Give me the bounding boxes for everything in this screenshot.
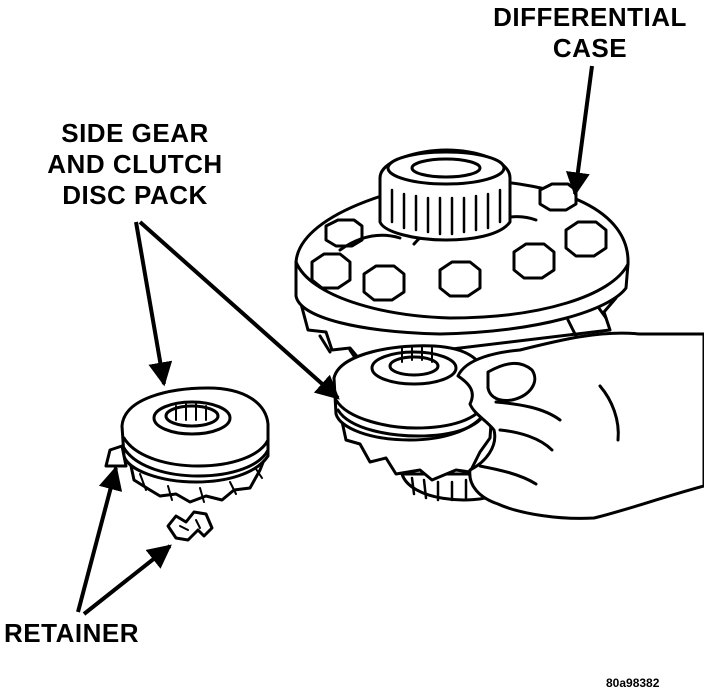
arrow-retainer-pack [76,465,123,613]
label-line: CASE [552,33,628,63]
leader-lines [76,65,594,616]
label-line: DIFFERENTIAL [493,2,687,32]
label-side-gear-clutch-pack: SIDE GEAR AND CLUTCH DISC PACK [30,118,240,211]
retainer-on-pack [104,444,128,468]
hand [456,331,704,520]
side-gear-installed [332,344,494,482]
side-gear-clutch-pack [104,386,270,504]
differential-case [294,148,630,502]
figure-code: 80a98382 [606,676,660,690]
label-retainer: RETAINER [4,618,139,648]
retainer-loose [166,510,214,542]
arrow-side-gear-installed [138,220,340,400]
label-differential-case: DIFFERENTIAL CASE [470,2,704,64]
label-line: SIDE GEAR [61,118,209,148]
label-line: AND CLUTCH [47,149,223,179]
arrow-side-gear-loose [134,221,173,387]
ring-gear-bolts [310,182,608,302]
arrow-differential-case [565,65,594,197]
label-line: DISC PACK [62,180,208,210]
arrow-retainer-loose [82,544,172,616]
